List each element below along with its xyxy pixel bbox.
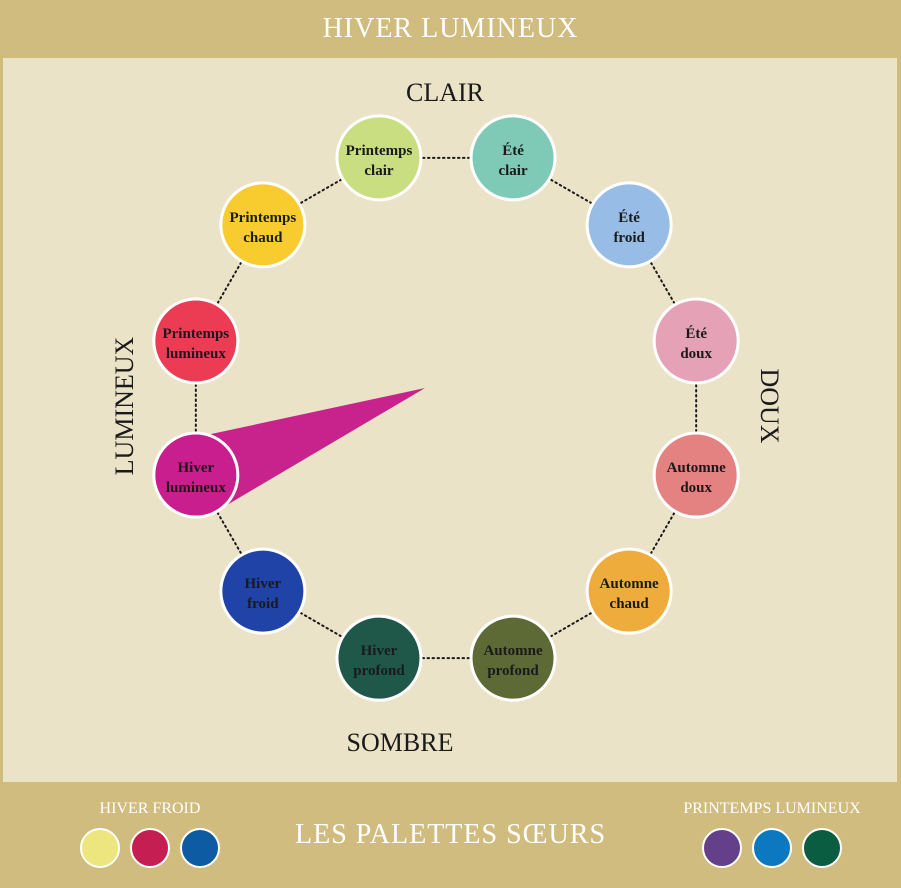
season-label: clair (364, 163, 393, 179)
pointer-wedge (201, 388, 425, 509)
pointer-triangle (201, 388, 425, 509)
swatch-row (702, 828, 842, 868)
season-circle (219, 547, 307, 635)
season-label: froid (613, 230, 645, 246)
season-printemps-clair: Printemps clair (335, 114, 423, 202)
season-circle (585, 181, 673, 269)
color-swatch (80, 828, 120, 868)
season-label: Printemps (162, 326, 229, 342)
season-circle (335, 114, 423, 202)
season-label: Été (502, 142, 524, 159)
season-label: Hiver (361, 643, 398, 659)
season-circle (219, 181, 307, 269)
season-ete-doux: Été doux (652, 297, 740, 385)
season-circle (652, 297, 740, 385)
header-banner: HIVER LUMINEUX (0, 0, 901, 58)
ring-connector (550, 178, 593, 204)
season-label: chaud (610, 596, 650, 612)
season-label: Été (618, 209, 640, 226)
season-circle (469, 114, 557, 202)
sister-palette-right: PRINTEMPS LUMINEUX (672, 800, 872, 868)
footer-banner: HIVER FROID LES PALETTES SŒURS PRINTEMPS… (0, 782, 901, 888)
season-label: doux (680, 480, 712, 496)
season-label: lumineux (166, 480, 227, 496)
season-label: profond (487, 663, 539, 679)
season-label: profond (353, 663, 405, 679)
season-label: doux (680, 346, 712, 362)
season-automne-doux: Automne doux (652, 431, 740, 519)
color-swatch (802, 828, 842, 868)
color-swatch (702, 828, 742, 868)
season-label: lumineux (166, 346, 227, 362)
season-circle (335, 614, 423, 702)
sister-palette-name: HIVER FROID (99, 800, 201, 817)
season-ete-clair: Été clair (469, 114, 557, 202)
season-circles: PrintempsclairÉtéclairÉtéfroidÉtédouxAut… (152, 114, 740, 702)
season-label: Printemps (230, 210, 297, 226)
season-circle (469, 614, 557, 702)
ring-connector (550, 612, 593, 638)
sister-palette-name: PRINTEMPS LUMINEUX (683, 800, 861, 817)
season-hiver-froid: Hiver froid (219, 547, 307, 635)
season-label: Printemps (346, 143, 413, 159)
ring-connector (650, 261, 676, 304)
page-title: HIVER LUMINEUX (322, 13, 579, 44)
season-automne-profond: Automne profond (469, 614, 557, 702)
season-label: Automne (600, 576, 660, 592)
season-printemps-chaud: Printemps chaud (219, 181, 307, 269)
season-label: chaud (243, 230, 283, 246)
ring-connector (216, 512, 242, 555)
season-printemps-lumineux: Printemps lumineux (152, 297, 240, 385)
season-ete-froid: Été froid (585, 181, 673, 269)
season-wheel: PrintempsclairÉtéclairÉtéfroidÉtédouxAut… (152, 114, 740, 702)
footer-title: LES PALETTES SŒURS (294, 819, 607, 850)
swatch-row (80, 828, 220, 868)
ring-connector (299, 178, 342, 204)
season-label: Hiver (245, 576, 282, 592)
season-circle (152, 431, 240, 519)
season-label: Hiver (177, 460, 214, 476)
season-circle (652, 431, 740, 519)
ring-connector (216, 261, 242, 304)
color-swatch (180, 828, 220, 868)
season-hiver-profond: Hiver profond (335, 614, 423, 702)
season-circle (152, 297, 240, 385)
season-circle (585, 547, 673, 635)
color-swatch (130, 828, 170, 868)
season-automne-chaud: Automne chaud (585, 547, 673, 635)
season-label: Automne (667, 460, 727, 476)
axis-label-sombre: SOMBRE (346, 728, 454, 757)
season-label: Été (685, 325, 707, 342)
ring-connector (299, 612, 342, 638)
sister-palette-left: HIVER FROID (70, 800, 230, 868)
season-label: Automne (483, 643, 543, 659)
ring-connector (650, 512, 676, 555)
season-label: clair (498, 163, 527, 179)
season-label: froid (247, 596, 279, 612)
axis-label-clair: CLAIR (406, 78, 484, 107)
season-hiver-lumineux: Hiver lumineux (152, 431, 240, 519)
color-swatch (752, 828, 792, 868)
